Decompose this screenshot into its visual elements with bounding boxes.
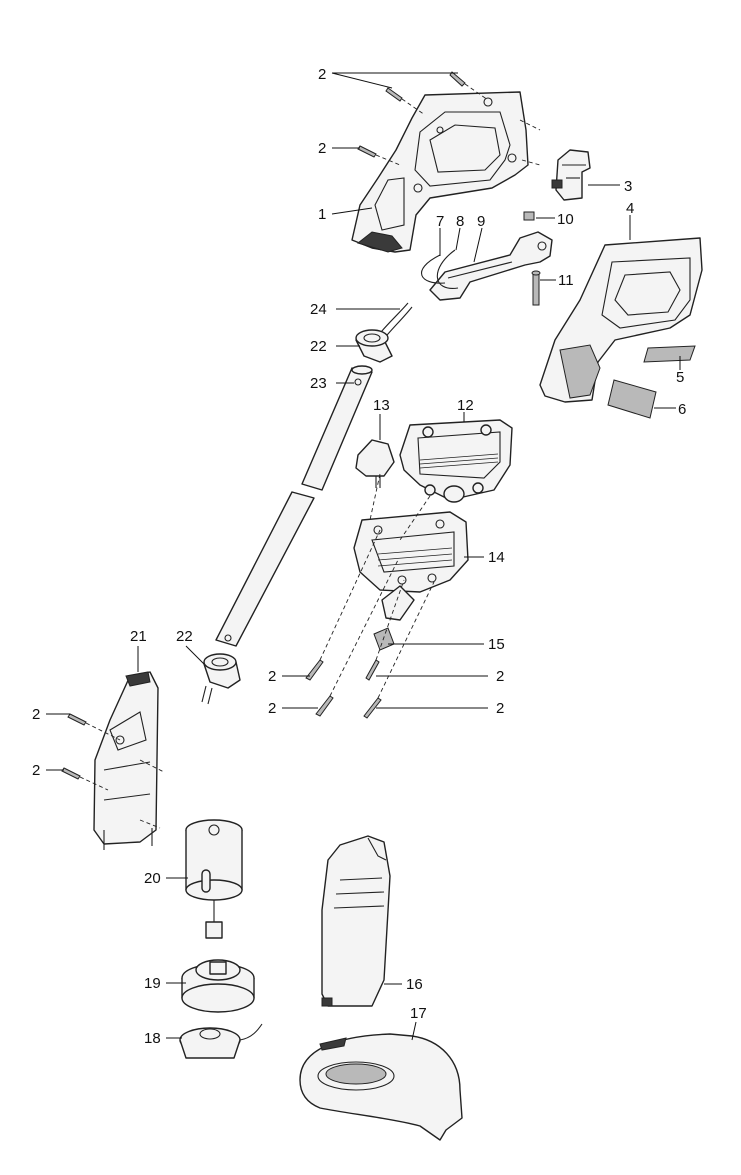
part-22-upper-grommet: [355, 329, 393, 363]
part-9-trigger-lever: [429, 231, 553, 301]
callout-24: 24: [310, 301, 327, 318]
part-16-motor-cover: [321, 835, 391, 1007]
callout-2: 2: [268, 668, 276, 685]
screw-group-part-21: [61, 713, 165, 829]
callout-8: 8: [456, 213, 464, 230]
part-6-label: [607, 379, 657, 419]
part-19-spool-housing: [181, 959, 255, 1013]
callout-14: 14: [488, 549, 505, 566]
callout-21: 21: [130, 628, 147, 645]
part-23-tube-lower: [215, 491, 315, 647]
callout-11: 11: [558, 272, 574, 289]
part-4-handle-half: [539, 237, 703, 403]
callout-labels: 2 2 1 3 4 10 7 8 9 11 24 22 23 5 6 13 12…: [32, 66, 686, 1047]
screw-group-part-1: [357, 71, 541, 166]
callout-2: 2: [496, 668, 504, 685]
part-3-switch: [551, 149, 591, 201]
callout-2: 2: [496, 700, 504, 717]
callout-10: 10: [557, 211, 574, 228]
callout-18: 18: [144, 1030, 161, 1047]
callout-23: 23: [310, 375, 327, 392]
callout-6: 6: [678, 401, 686, 418]
callout-22: 22: [176, 628, 193, 645]
part-18-spool: [179, 1023, 263, 1059]
part-13-knob: [355, 439, 395, 488]
callout-2: 2: [318, 140, 326, 157]
part-11-pin: [531, 270, 541, 306]
screw-group-aux-handle: [305, 473, 435, 719]
part-14-aux-handle-base: [353, 511, 469, 621]
callout-2: 2: [268, 700, 276, 717]
callout-17: 17: [410, 1005, 427, 1022]
part-17-guard: [299, 1033, 463, 1141]
part-22-lower-grommet: [201, 653, 241, 705]
callout-2: 2: [318, 66, 326, 83]
callout-19: 19: [144, 975, 161, 992]
part-12-aux-handle: [399, 419, 513, 503]
part-15-nut: [373, 627, 395, 651]
callout-9: 9: [477, 213, 485, 230]
callout-7: 7: [436, 213, 444, 230]
part-23-tube-upper: [301, 365, 373, 491]
callout-2: 2: [32, 762, 40, 779]
callout-22: 22: [310, 338, 327, 355]
callout-2: 2: [32, 706, 40, 723]
callout-3: 3: [624, 178, 632, 195]
wire-group-7-8: [420, 249, 459, 289]
callout-13: 13: [373, 397, 390, 414]
part-20-motor: [185, 819, 243, 939]
callout-15: 15: [488, 636, 505, 653]
callout-4: 4: [626, 200, 634, 217]
callout-5: 5: [676, 369, 684, 386]
callout-1: 1: [318, 206, 326, 223]
callout-16: 16: [406, 976, 423, 993]
leader-lines: [46, 72, 681, 1041]
callout-20: 20: [144, 870, 161, 887]
part-21-motor-housing: [93, 671, 159, 850]
callout-12: 12: [457, 397, 474, 414]
part-10-clip: [523, 211, 535, 221]
part-1-handle-half: [351, 91, 529, 253]
part-5-label: [643, 345, 696, 363]
